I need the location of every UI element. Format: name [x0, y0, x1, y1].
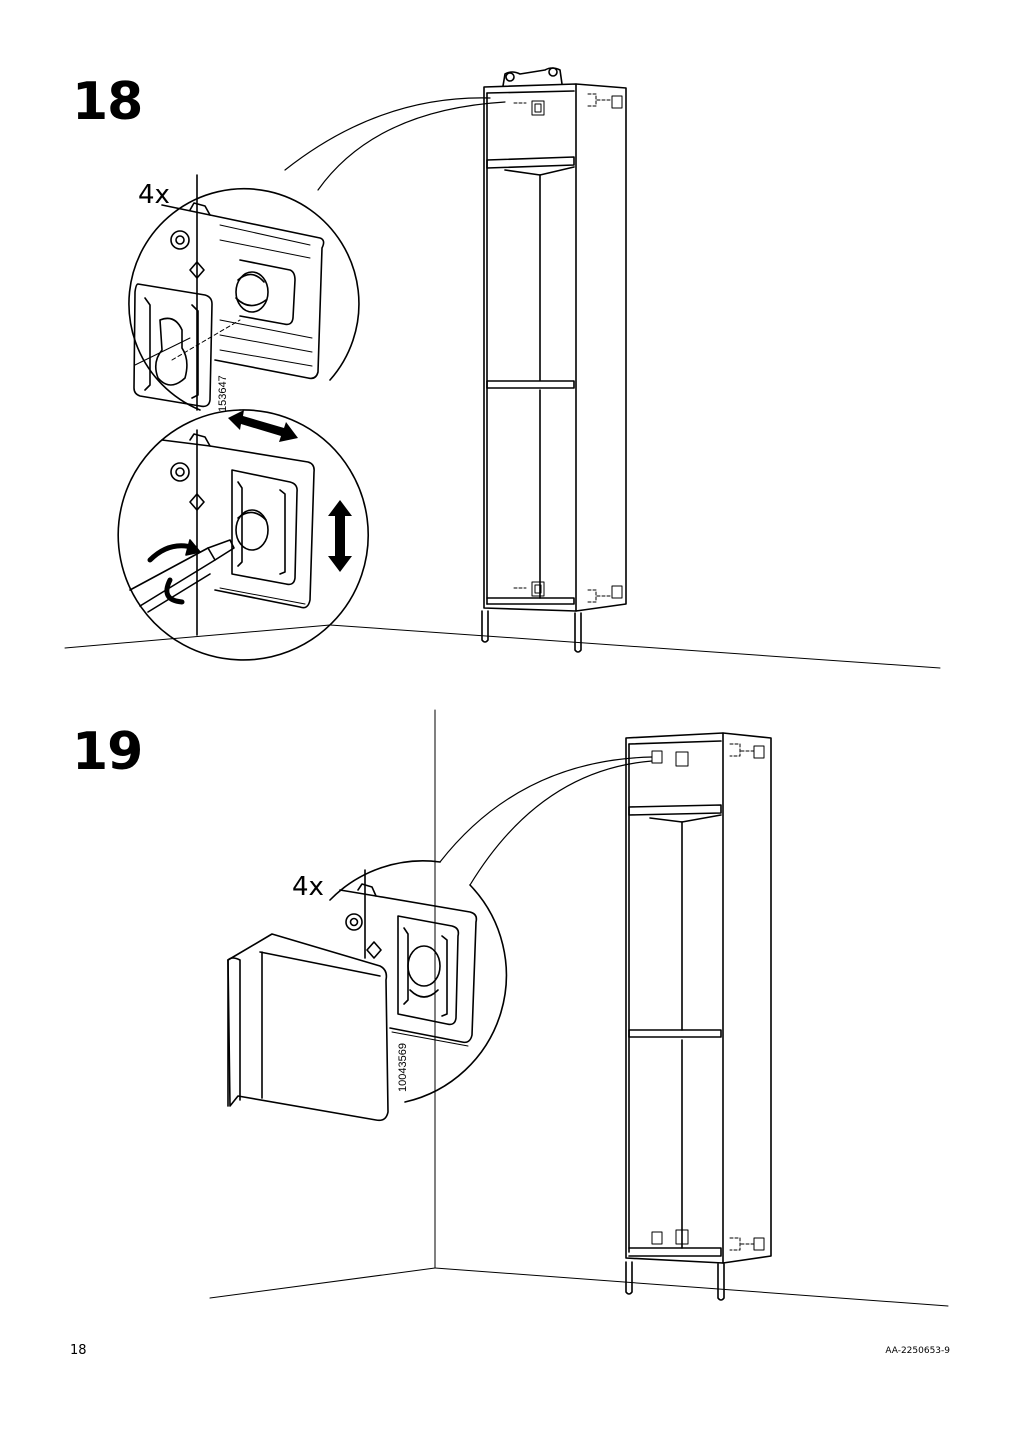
document-code: AA-2250653-9 [885, 1346, 950, 1356]
step19-room-lines [209, 709, 949, 1307]
step19-callout-leader [439, 756, 653, 886]
step-19-quantity: 4x [292, 872, 324, 902]
step-18-quantity: 4x [138, 180, 170, 210]
step18-cabinet [481, 67, 627, 653]
step19-cabinet [625, 732, 772, 1301]
step19-panel [227, 933, 389, 1122]
step19-detail-circle [329, 860, 508, 1103]
step18-detail-lower [117, 409, 369, 661]
step18-callout-leader [284, 97, 506, 191]
step-18-number: 18 [72, 72, 143, 132]
step18-detail-upper [128, 174, 360, 411]
page-number: 18 [70, 1343, 87, 1358]
step18-vertical-arrow [328, 500, 352, 572]
step-18-part-number: 153647 [217, 375, 229, 412]
step-19-part-number: 10043569 [397, 1043, 409, 1092]
step18-horizontal-arrow [228, 410, 298, 442]
step-19-number: 19 [72, 722, 143, 782]
step18-floor-lines [64, 624, 941, 669]
